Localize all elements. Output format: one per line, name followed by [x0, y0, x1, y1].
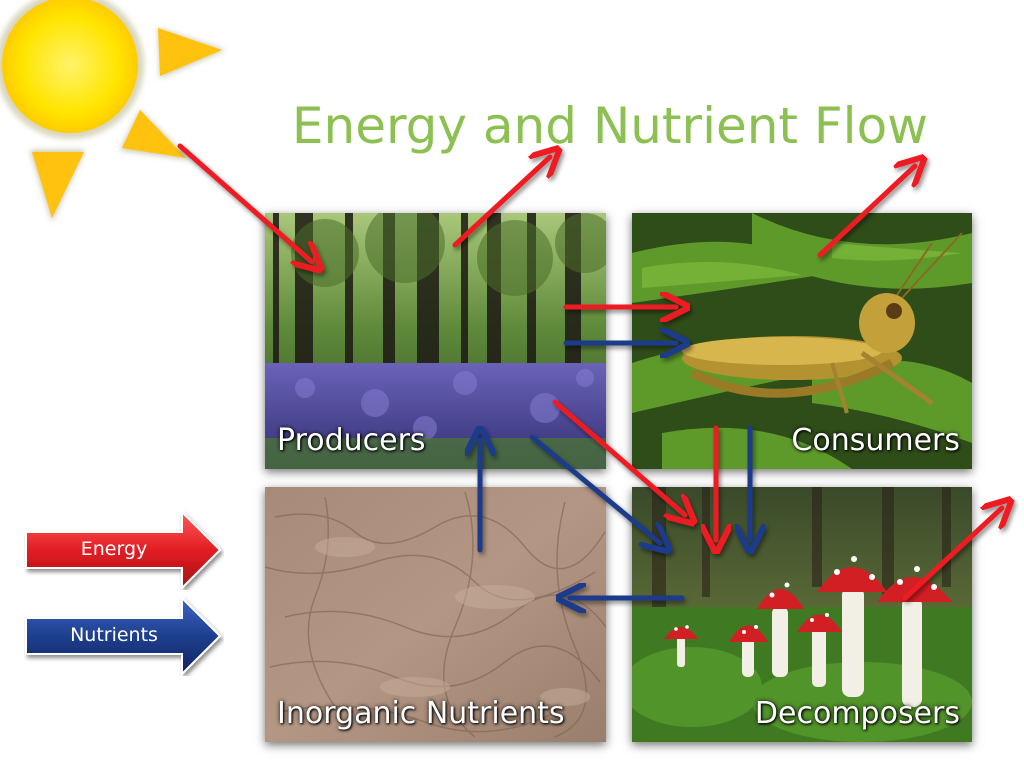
inorganic-nutrients-panel: Inorganic Nutrients	[265, 487, 606, 742]
legend-energy-label: Energy	[80, 538, 148, 560]
inorganic-nutrients-label: Inorganic Nutrients	[277, 696, 565, 731]
consumers-label: Consumers	[791, 423, 960, 458]
legend-nutrients: Nutrients	[24, 596, 224, 676]
page-title: Energy and Nutrient Flow	[291, 96, 929, 155]
consumers-panel: Consumers	[632, 213, 972, 469]
energy-legend-arrow-icon	[25, 510, 222, 590]
sun-icon	[0, 0, 225, 222]
decomposers-panel: Decomposers	[632, 487, 972, 742]
nutrients-legend-arrow-icon	[25, 596, 222, 676]
producers-label: Producers	[277, 423, 426, 458]
decomposers-label: Decomposers	[754, 696, 960, 731]
legend-energy: Energy	[24, 510, 224, 590]
producers-panel: Producers	[265, 213, 606, 469]
legend-nutrients-label: Nutrients	[70, 624, 158, 646]
